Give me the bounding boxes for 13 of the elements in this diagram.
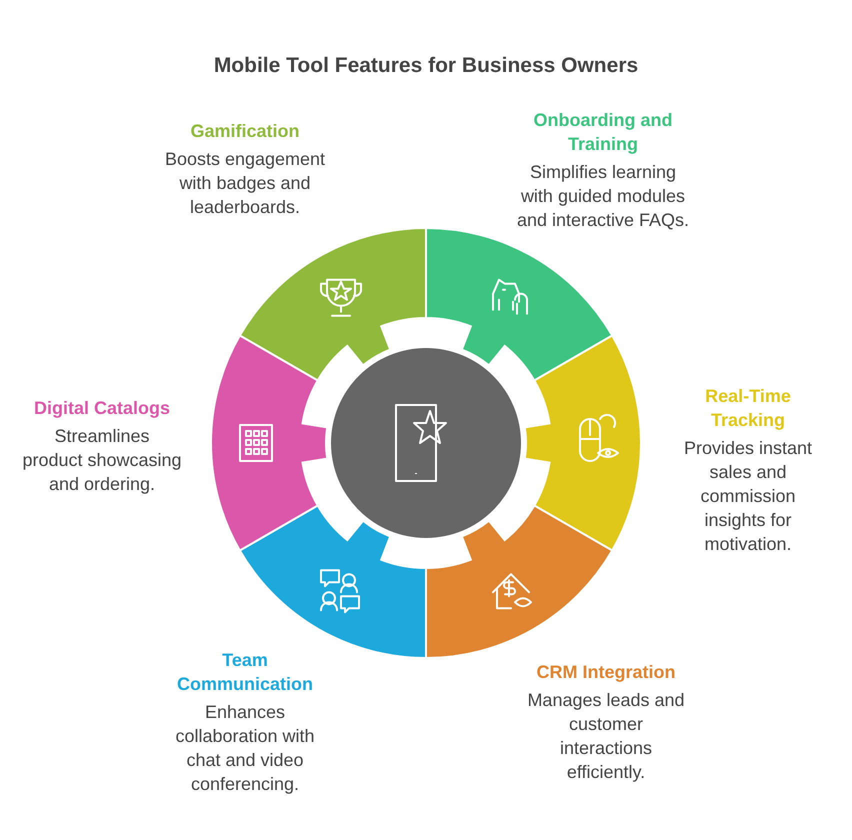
heading: Gamification bbox=[189, 120, 301, 143]
description: Boosts engagement with badges and leaderboards. bbox=[164, 148, 326, 219]
description: Enhances collaboration with chat and video conferencing. bbox=[174, 701, 316, 796]
description: Provides instant sales and commission insights for motivation. bbox=[682, 437, 814, 556]
heading: Digital Catalogs bbox=[32, 397, 172, 420]
title: Mobile Tool Features for Business Owners bbox=[212, 54, 640, 78]
description: Streamlines product showcasing and ordering. bbox=[22, 425, 182, 496]
heading: Onboarding and Training bbox=[532, 109, 674, 156]
description: Manages leads and customer interactions efficiently. bbox=[526, 689, 686, 784]
heading: Real-Time Tracking bbox=[704, 385, 792, 432]
description: Simplifies learning with guided modules and interactive FAQs. bbox=[516, 161, 690, 232]
heading: Team Communication bbox=[176, 649, 314, 696]
heading: CRM Integration bbox=[536, 661, 676, 684]
